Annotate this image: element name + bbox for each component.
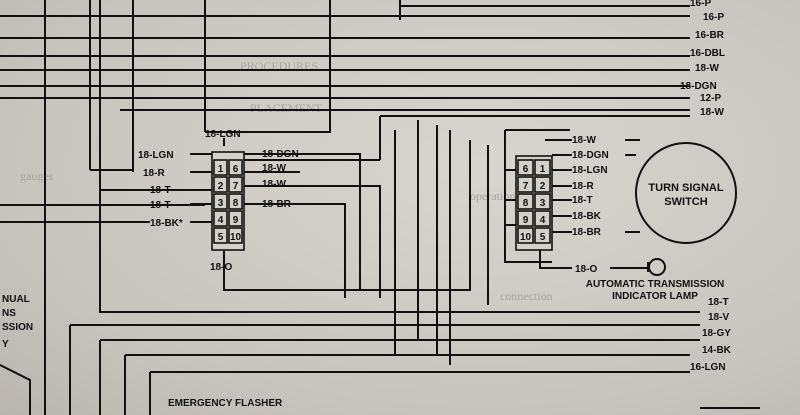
wire-label: 14-BK [702,345,732,356]
turn-signal-switch: TURN SIGNAL SWITCH [635,142,737,244]
pin-label: 2 [218,181,224,192]
pin-label: 5 [218,232,224,243]
wire-label: 18-LGN [572,165,608,176]
wire [205,98,331,133]
wire-label: 18-T [150,185,171,196]
cutoff-label: NUAL [2,294,30,305]
wire-label: 18-BR [262,199,292,210]
wire [0,364,31,415]
wire-label: 18-R [143,168,165,179]
switch-label-line2: SWITCH [664,196,707,208]
wire [223,250,471,291]
left-connector: 1 6 2 7 3 8 4 9 5 10 18-LGN 18-O 18-LGN … [138,129,299,273]
left-connector-bottom-label: 18-O [210,262,232,273]
wire [243,203,346,298]
pin-label: 1 [540,164,546,175]
pin-label: 8 [523,198,529,209]
right-edge-labels-top: 16-P 16-P 16-BR 16-DBL 18-W 18-DGN 12-P … [680,0,725,118]
lamp-bulb-icon [648,258,666,276]
wire-label: 18-W [700,107,724,118]
wire-label: 16-P [703,12,724,23]
wire-label: 18-BK [572,211,602,222]
wire-label: 16-LGN [690,362,726,373]
wire [243,153,361,290]
wire-label: 18-LGN [138,150,174,161]
wire-label: 16-DBL [690,48,725,59]
switch-label-line1: TURN SIGNAL [648,182,723,194]
wire-label: 18-BK* [150,218,183,229]
pin-label: 2 [540,181,546,192]
cutoff-label: NS [2,308,16,319]
pin-label: 3 [540,198,546,209]
lamp-label-line2: INDICATOR LAMP [612,291,698,302]
switch-circle [635,142,737,244]
svg-text:gauges: gauges [20,169,54,183]
wire-label: 18-GY [702,328,731,339]
wire [99,170,700,313]
wire [504,130,552,263]
wire-label: 18-W [695,63,719,74]
svg-text:PLACEMENT: PLACEMENT [250,101,323,115]
right-connector: 6 1 7 2 8 3 9 4 10 5 18-W 18-DGN 18-LGN … [515,135,609,275]
vertical-wires [44,0,489,415]
pin-label: 7 [233,181,239,192]
cutoff-label: SSION [2,322,33,333]
wire-label: 18-T [708,297,729,308]
wire-label: 18-DGN [572,150,609,161]
pin-label: 10 [520,232,532,243]
wire-label: 18-V [708,312,729,323]
right-connector-wires [504,129,648,269]
wire-label: 18-W [262,163,286,174]
svg-text:operation: operation [470,189,515,203]
pin-label: 8 [233,198,239,209]
pin-label: 1 [218,164,224,175]
wire-label: 18-W [262,179,286,190]
pin-label: 10 [230,232,242,243]
lamp-label-line1: AUTOMATIC TRANSMISSION [586,279,725,290]
emergency-flasher-label: EMERGENCY FLASHER [168,398,283,409]
wire [243,185,381,298]
wire-label: 18-R [572,181,594,192]
wire [539,248,572,269]
left-edge-labels: NUAL NS SSION Y [2,294,33,350]
left-connector-header-label: 18-LGN [205,129,241,140]
pin-label: 7 [523,181,529,192]
wire-label: 18-W [572,135,596,146]
pin-label: 9 [233,215,239,226]
wire-label: 18-BR [572,227,602,238]
wire-label: 12-P [700,93,721,104]
pin-label: 6 [233,164,239,175]
left-connector-pins: 1 6 2 7 3 8 4 9 5 10 [213,159,243,244]
pin-label: 4 [540,215,546,226]
top-horizontal-wires [0,5,690,117]
svg-text:connection: connection [500,289,553,303]
wire-label: 18-T [150,200,171,211]
right-edge-labels-bottom: 18-T 18-V 18-GY 14-BK 16-LGN [690,297,732,373]
indicator-lamp: AUTOMATIC TRANSMISSION INDICATOR LAMP [586,258,725,302]
pin-label: 9 [523,215,529,226]
wire-label: 16-P [690,0,711,9]
wire-label: 18-DGN [680,81,717,92]
pin-label: 6 [523,164,529,175]
pin-label: 4 [218,215,224,226]
pin-label: 5 [540,232,546,243]
lower-wires [0,324,760,415]
wire-label: 18-O [575,264,597,275]
pin-label: 3 [218,198,224,209]
wire-label: 16-BR [695,30,725,41]
left-connector-wires [0,98,700,313]
wire-label: 18-T [572,195,593,206]
cutoff-label: Y [2,339,9,350]
wire-label: 18-DGN [262,149,299,160]
